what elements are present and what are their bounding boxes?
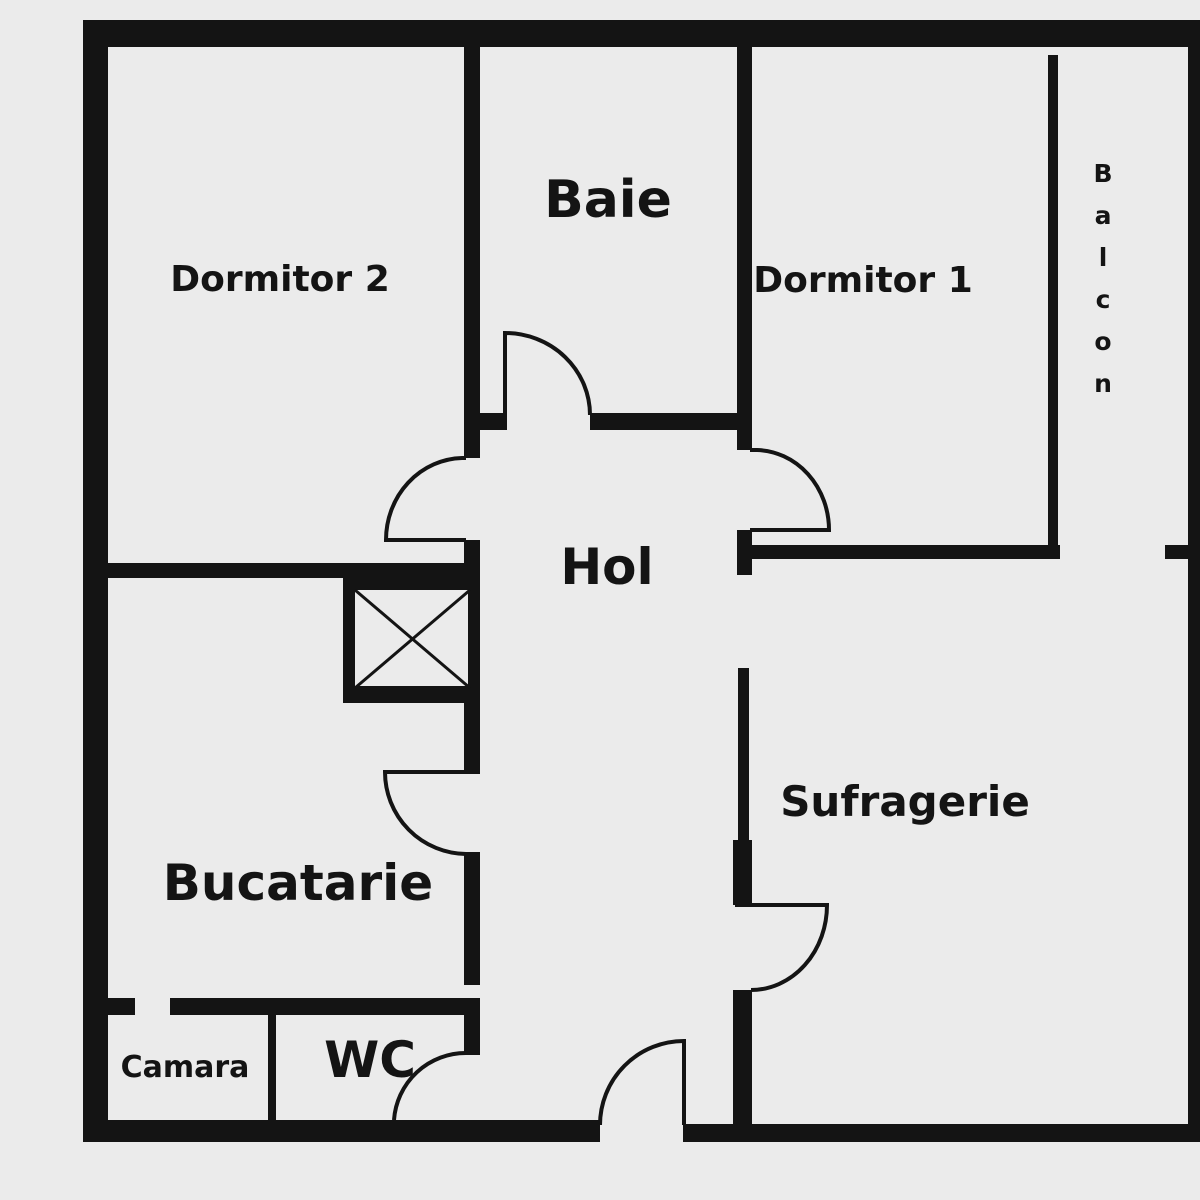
wall-hol-right-stub	[737, 530, 752, 575]
label-balcon-letter: c	[1096, 285, 1111, 314]
wall-dormitor1-bottom	[737, 545, 1060, 559]
outer-wall-left	[83, 20, 108, 1142]
door-sufragerie	[735, 903, 830, 992]
wall-hol-left-stub	[464, 540, 480, 578]
wall-bucatarie-bottom-a	[108, 998, 135, 1015]
label-balcon-letter: o	[1094, 327, 1111, 356]
wall-baie-bottom-right	[590, 413, 752, 430]
label-bucatarie: Bucatarie	[163, 854, 433, 912]
door-bucatarie	[382, 770, 480, 856]
wall-camara-wc	[268, 1015, 276, 1120]
label-balcon-letter: n	[1094, 369, 1112, 398]
label-dormitor1: Dormitor 1	[753, 260, 973, 301]
door-wc	[392, 1050, 478, 1121]
wall-sufragerie-upper	[733, 840, 752, 905]
doors	[382, 330, 832, 1126]
label-dormitor2: Dormitor 2	[170, 259, 390, 300]
wall-baie-dormitor1	[737, 47, 752, 450]
wall-sufragerie-thin	[738, 668, 749, 843]
outer-wall-right	[1188, 47, 1200, 1140]
wall-dormitor2-bottom	[108, 563, 480, 578]
outer-wall-bottom-right	[683, 1124, 1200, 1142]
door-entrance	[598, 1038, 686, 1126]
wall-wc-hol	[464, 1015, 480, 1055]
wall-balcon	[1048, 55, 1058, 545]
outer-wall-top	[83, 20, 1200, 47]
outer-wall-bottom-left	[83, 1120, 600, 1142]
label-camara: Camara	[121, 1050, 250, 1085]
door-baie	[503, 330, 592, 430]
room-labels: Dormitor 2 Baie Dormitor 1 B a l c o n H…	[121, 159, 1113, 1089]
label-baie: Baie	[544, 170, 672, 230]
wall-sufragerie-lower	[733, 990, 752, 1140]
wall-baie-bottom-left	[464, 413, 505, 430]
wall-bucatarie-hol-lower	[464, 855, 480, 985]
label-balcon-letter: l	[1099, 243, 1108, 272]
wall-bucatarie-bottom-b	[170, 998, 480, 1015]
label-hol: Hol	[560, 538, 653, 596]
ventilation-shaft	[343, 578, 480, 703]
wall-bucatarie-hol-upper	[464, 700, 480, 772]
wall-balcon-bottom	[1165, 545, 1200, 559]
wall-dormitor2-baie	[464, 47, 480, 458]
walls	[83, 20, 1200, 1142]
label-balcon-letter: a	[1095, 201, 1112, 230]
label-sufragerie: Sufragerie	[780, 777, 1030, 826]
label-balcon-letter: B	[1093, 159, 1112, 188]
label-wc: WC	[324, 1031, 416, 1089]
door-dormitor2	[383, 456, 466, 542]
door-dormitor1	[750, 448, 832, 532]
